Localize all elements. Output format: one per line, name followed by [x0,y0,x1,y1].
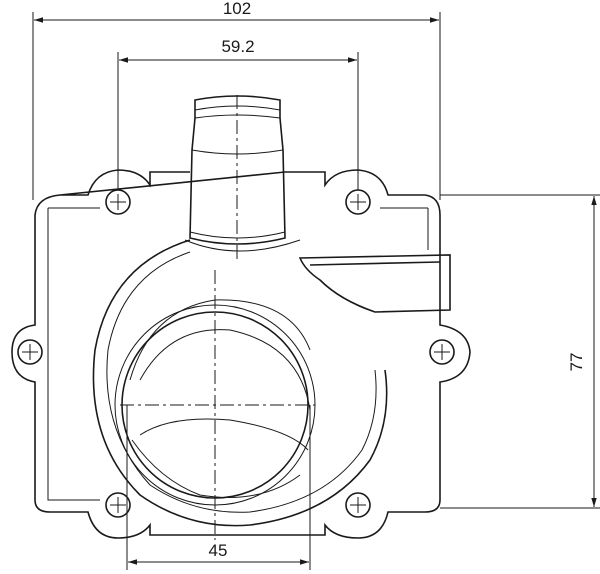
dimension-hole-spacing-top: 59.2 [117,37,359,190]
bolt-hole-top-right [345,189,371,215]
bolt-hole-left [17,339,43,365]
bolt-holes [17,189,455,518]
bolt-hole-bottom-left [105,492,131,518]
dimension-overall-width: 102 [32,0,441,200]
dimension-label-77: 77 [567,353,586,372]
bolt-hole-right [429,339,455,365]
intake-body [92,239,388,527]
nozzle [184,95,301,252]
bolt-hole-bottom-right [345,492,371,518]
dimension-bore-diameter: 45 [126,405,311,570]
flange-outline [11,169,471,539]
dimension-label-59-2: 59.2 [221,37,254,56]
center-line-vertical [214,95,238,540]
dimension-label-45: 45 [209,541,228,560]
side-channel [298,254,451,313]
flange-inner-outline [47,207,429,501]
dimension-hole-spacing-vertical: 77 [440,194,600,509]
dimension-label-102: 102 [223,0,251,18]
bolt-hole-top-left [105,189,131,215]
